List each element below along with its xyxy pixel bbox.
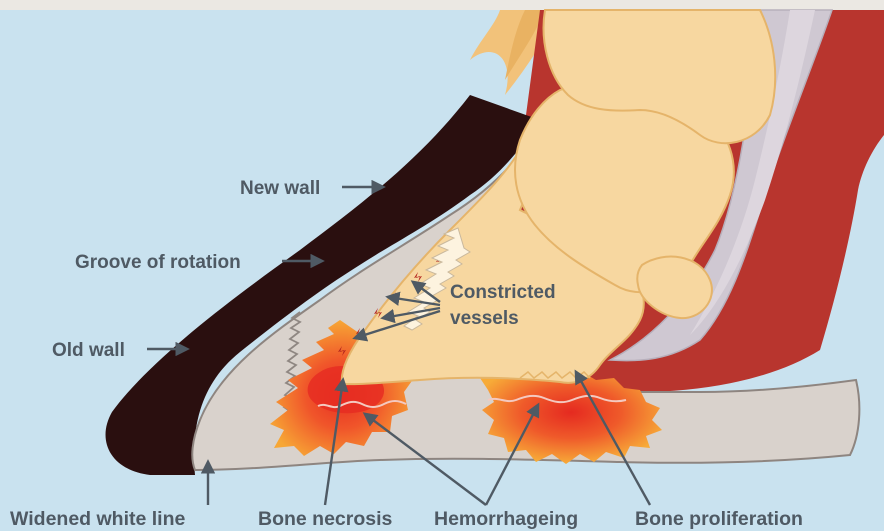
label-widened-white-line: Widened white line: [10, 508, 185, 530]
label-new-wall: New wall: [240, 178, 320, 199]
label-bone-proliferation: Bone proliferation: [635, 508, 803, 530]
label-hemorrhageing: Hemorrhageing: [434, 508, 578, 530]
top-band: [0, 0, 884, 10]
label-bone-necrosis: Bone necrosis: [258, 508, 393, 530]
label-groove-of-rotation: Groove of rotation: [75, 252, 241, 273]
label-vessels: vessels: [450, 308, 519, 329]
label-constricted: Constricted: [450, 282, 556, 303]
label-old-wall: Old wall: [52, 340, 125, 361]
